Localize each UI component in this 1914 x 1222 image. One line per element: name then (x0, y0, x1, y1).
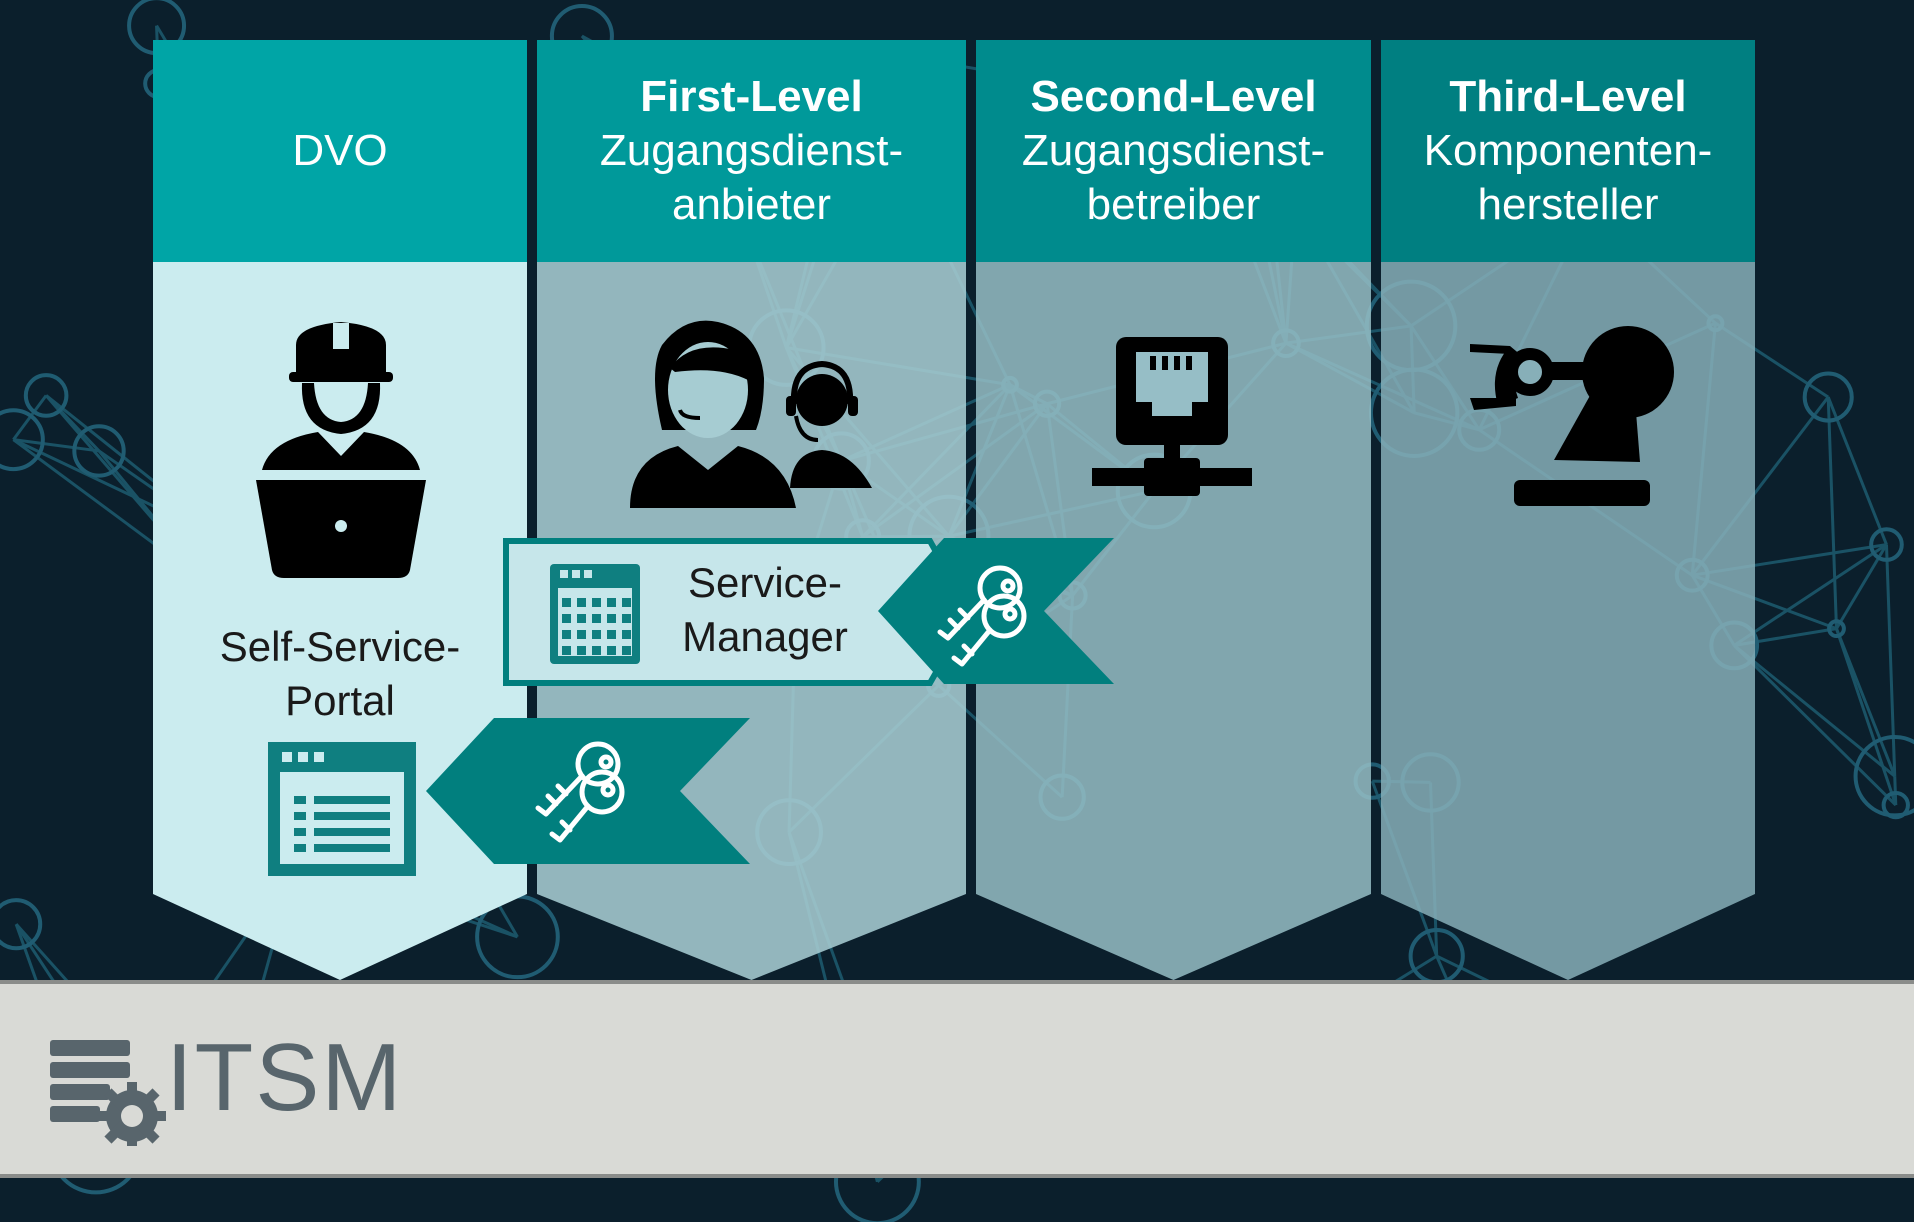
self-service-portal-label: Self-Service- Portal (185, 620, 495, 728)
engineer-laptop-icon (256, 322, 426, 578)
self-service-portal-label-line2: Portal (285, 677, 395, 724)
column-third-level-title-bold: Third-Level (1449, 72, 1687, 121)
column-third-level: Third-Level Komponenten- hersteller (1381, 40, 1755, 980)
column-dvo-header: DVO (153, 40, 527, 262)
support-agents-icon (630, 320, 872, 508)
calendar-cells (562, 598, 631, 655)
column-second-level-title-line1: Zugangsdienst- (1021, 126, 1326, 175)
self-service-portal-label-line1: Self-Service- (219, 623, 461, 670)
service-manager-label-line2: Manager (682, 613, 848, 660)
keys-icon (937, 565, 1027, 667)
itsm-bar (0, 980, 1914, 1178)
column-dvo-title: DVO (292, 126, 388, 175)
robot-arm-icon (1470, 326, 1674, 506)
column-first-level-title-line2: anbieter (671, 180, 831, 229)
portal-keys-arrow (426, 718, 750, 864)
column-third-level-title-line1: Komponenten- (1423, 126, 1713, 175)
service-manager-label: Service- Manager (660, 556, 870, 664)
column-first-level-header: First-Level Zugangsdienst- anbieter (537, 40, 966, 262)
column-second-level-title-line2: betreiber (1086, 180, 1261, 229)
network-port-icon (1092, 337, 1252, 496)
column-third-level-title-line2: hersteller (1477, 180, 1659, 229)
column-second-level-title-bold: Second-Level (1030, 72, 1317, 121)
column-first-level-title-line1: Zugangsdienst- (599, 126, 904, 175)
itsm-label: ITSM (166, 1024, 404, 1131)
column-first-level-title-bold: First-Level (640, 72, 863, 121)
column-dvo: DVO (153, 40, 527, 980)
service-manager-keys-arrow (878, 538, 1114, 684)
service-manager-label-line1: Service- (687, 559, 843, 606)
column-third-level-header: Third-Level Komponenten- hersteller (1381, 40, 1755, 262)
keys-icon (535, 741, 625, 843)
server-gear-icon (50, 1040, 166, 1146)
column-second-level-header: Second-Level Zugangsdienst- betreiber (976, 40, 1371, 262)
column-third-level-body (1381, 262, 1755, 980)
browser-window-icon (268, 742, 416, 876)
